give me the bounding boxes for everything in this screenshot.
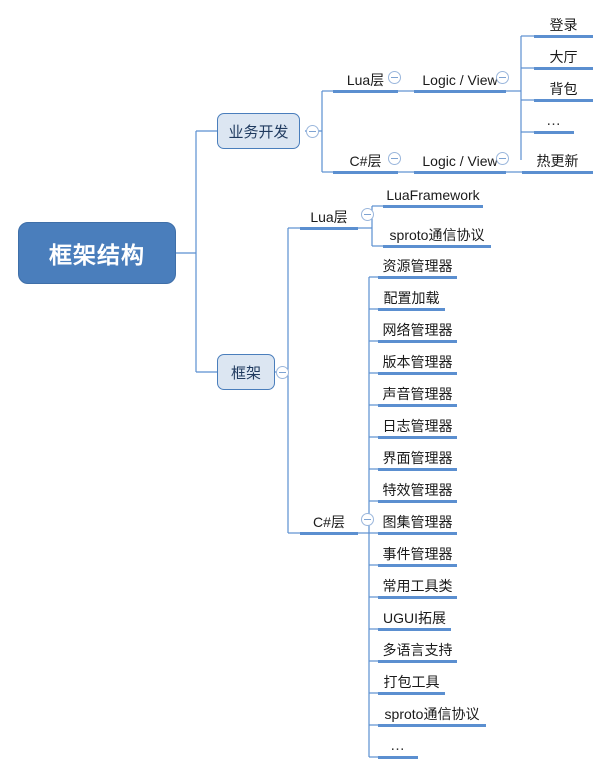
topic-label: C#层 bbox=[349, 153, 382, 169]
leaf-label: … bbox=[390, 737, 406, 754]
leaf-label: 声音管理器 bbox=[382, 386, 453, 402]
topic-label: Logic / View bbox=[422, 153, 498, 169]
toggle-csharp-layer-framework[interactable] bbox=[361, 513, 374, 526]
leaf-hot-update[interactable]: 热更新 bbox=[522, 148, 593, 174]
leaf-event-manager[interactable]: 事件管理器 bbox=[378, 541, 457, 567]
leaf-label: 界面管理器 bbox=[382, 450, 453, 466]
toggle-framework[interactable] bbox=[276, 366, 289, 379]
leaf-label: 大厅 bbox=[549, 49, 578, 65]
topic-csharp-layer-business[interactable]: C#层 bbox=[333, 148, 398, 174]
topic-lua-layer-business[interactable]: Lua层 bbox=[333, 67, 398, 93]
leaf-version-manager[interactable]: 版本管理器 bbox=[378, 349, 457, 375]
leaf-label: UGUI拓展 bbox=[383, 610, 446, 626]
toggle-csharp-layer-top[interactable] bbox=[388, 152, 401, 165]
root-node-framework-structure[interactable]: 框架结构 bbox=[18, 222, 176, 284]
leaf-label: 版本管理器 bbox=[382, 354, 453, 370]
topic-label: Logic / View bbox=[422, 72, 498, 88]
leaf-more-csharp-modules[interactable]: … bbox=[378, 733, 418, 759]
topic-lua-layer-framework[interactable]: Lua层 bbox=[300, 204, 358, 230]
leaf-label: 资源管理器 bbox=[382, 258, 453, 274]
toggle-logic-view-lua[interactable] bbox=[496, 71, 509, 84]
leaf-label: 事件管理器 bbox=[382, 546, 453, 562]
leaf-label: 登录 bbox=[549, 17, 578, 33]
leaf-ugui-extension[interactable]: UGUI拓展 bbox=[378, 605, 451, 631]
leaf-label: 日志管理器 bbox=[382, 418, 453, 434]
leaf-effect-manager[interactable]: 特效管理器 bbox=[378, 477, 457, 503]
leaf-luaframework[interactable]: LuaFramework bbox=[383, 182, 483, 208]
leaf-label: … bbox=[546, 112, 562, 129]
topic-label: C#层 bbox=[313, 514, 345, 530]
root-node-label: 框架结构 bbox=[49, 242, 145, 268]
leaf-atlas-manager[interactable]: 图集管理器 bbox=[378, 509, 457, 535]
leaf-ui-manager[interactable]: 界面管理器 bbox=[378, 445, 457, 471]
leaf-config-loading[interactable]: 配置加载 bbox=[378, 285, 445, 311]
topic-label: Lua层 bbox=[346, 72, 385, 88]
leaf-backpack[interactable]: 背包 bbox=[534, 76, 593, 102]
leaf-multilanguage-support[interactable]: 多语言支持 bbox=[378, 637, 457, 663]
leaf-label: 图集管理器 bbox=[382, 514, 453, 530]
leaf-label: sproto通信协议 bbox=[389, 227, 485, 243]
leaf-resource-manager[interactable]: 资源管理器 bbox=[378, 253, 457, 279]
topic-csharp-layer-framework[interactable]: C#层 bbox=[300, 509, 358, 535]
leaf-label: sproto通信协议 bbox=[384, 706, 480, 722]
leaf-label: 背包 bbox=[549, 81, 578, 97]
leaf-log-manager[interactable]: 日志管理器 bbox=[378, 413, 457, 439]
leaf-audio-manager[interactable]: 声音管理器 bbox=[378, 381, 457, 407]
branch-node-business-dev[interactable]: 业务开发 bbox=[217, 113, 300, 149]
leaf-network-manager[interactable]: 网络管理器 bbox=[378, 317, 457, 343]
leaf-label: 配置加载 bbox=[383, 290, 440, 306]
leaf-label: 常用工具类 bbox=[382, 578, 453, 594]
branch-node-framework[interactable]: 框架 bbox=[217, 354, 275, 390]
leaf-label: 特效管理器 bbox=[382, 482, 453, 498]
branch-node-label: 框架 bbox=[230, 364, 261, 382]
leaf-common-utils[interactable]: 常用工具类 bbox=[378, 573, 457, 599]
leaf-lobby[interactable]: 大厅 bbox=[534, 44, 593, 70]
topic-logic-view-csharp[interactable]: Logic / View bbox=[414, 148, 506, 174]
leaf-sproto-protocol-csharp[interactable]: sproto通信协议 bbox=[378, 701, 486, 727]
leaf-more-lua-views[interactable]: … bbox=[534, 108, 574, 134]
leaf-sproto-protocol-lua[interactable]: sproto通信协议 bbox=[383, 222, 491, 248]
leaf-packaging-tool[interactable]: 打包工具 bbox=[378, 669, 445, 695]
leaf-label: LuaFramework bbox=[386, 187, 480, 203]
leaf-label: 网络管理器 bbox=[382, 322, 453, 338]
toggle-business-dev[interactable] bbox=[306, 125, 319, 138]
leaf-login[interactable]: 登录 bbox=[534, 12, 593, 38]
topic-logic-view-lua[interactable]: Logic / View bbox=[414, 67, 506, 93]
leaf-label: 热更新 bbox=[536, 153, 579, 169]
leaf-label: 多语言支持 bbox=[382, 642, 453, 658]
leaf-label: 打包工具 bbox=[383, 674, 440, 690]
toggle-lua-layer-framework[interactable] bbox=[361, 208, 374, 221]
toggle-logic-view-csharp[interactable] bbox=[496, 152, 509, 165]
topic-label: Lua层 bbox=[310, 209, 348, 225]
toggle-lua-layer-top[interactable] bbox=[388, 71, 401, 84]
branch-node-label: 业务开发 bbox=[228, 123, 289, 141]
